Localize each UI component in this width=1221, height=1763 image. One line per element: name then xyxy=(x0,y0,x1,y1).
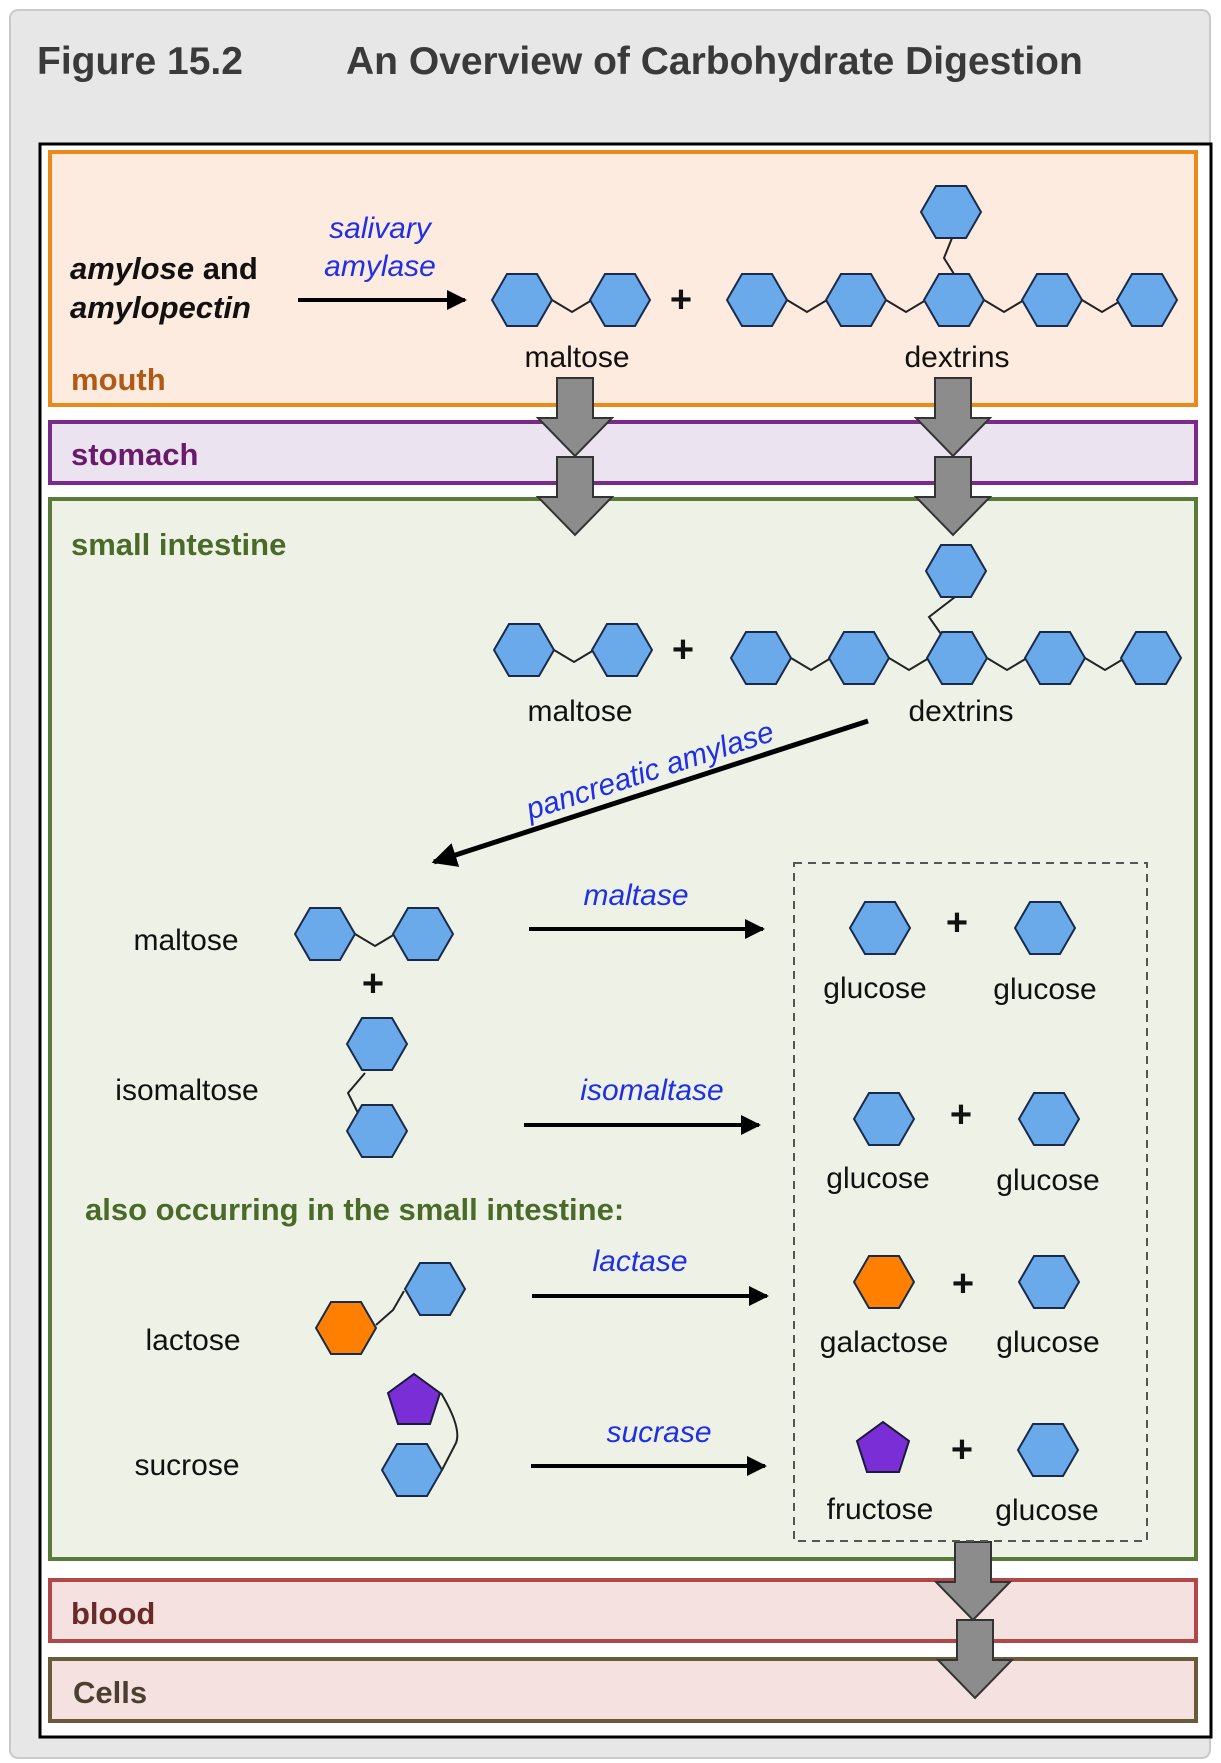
maltose-substrate-label: maltose xyxy=(133,924,238,957)
cells-label: Cells xyxy=(73,1675,147,1710)
sucrose-substrate-label: sucrose xyxy=(134,1449,239,1482)
figure-title: An Overview of Carbohydrate Digestion xyxy=(346,40,1083,83)
intestine-dextrins-molecule xyxy=(730,544,1182,685)
blood-label: blood xyxy=(71,1596,155,1631)
isomaltose-substrate-label: isomaltose xyxy=(115,1074,258,1107)
small-intestine-label: small intestine xyxy=(71,527,286,562)
lactase-plus: + xyxy=(952,1263,974,1305)
intestine-maltose-label: maltose xyxy=(527,695,632,728)
sucrase-plus: + xyxy=(951,1429,973,1471)
maltase-product-1-label: glucose xyxy=(823,972,926,1005)
lactose-substrate-label: lactose xyxy=(145,1324,240,1357)
starch-substrate-line1: amylose and xyxy=(70,251,258,286)
isomaltose-substrate-molecule xyxy=(346,1017,408,1158)
salivary-amylase-label-1: salivary xyxy=(329,212,433,245)
starch-substrate-line2: amylopectin xyxy=(70,290,251,325)
mouth-plus: + xyxy=(670,279,692,321)
sucrase-product-2-label: glucose xyxy=(995,1494,1098,1527)
monosaccharide-products-box xyxy=(793,862,1148,1542)
pancreatic-amylase-arrow xyxy=(431,718,869,867)
mouth-label: mouth xyxy=(71,362,166,397)
sucrase-label: sucrase xyxy=(606,1416,711,1449)
maltase-label: maltase xyxy=(583,879,688,912)
mouth-dextrins-molecule xyxy=(726,185,1178,327)
also-occurring-heading: also occurring in the small intestine: xyxy=(85,1192,624,1227)
salivary-amylase-label-2: amylase xyxy=(324,250,436,283)
isomaltase-product-2-label: glucose xyxy=(996,1164,1099,1197)
intestine-maltose-molecule xyxy=(493,623,653,677)
intestine-dextrins-label: dextrins xyxy=(908,695,1013,728)
isomaltase-plus: + xyxy=(950,1094,972,1136)
maltose-isomaltose-plus: + xyxy=(362,963,384,1005)
lactase-label: lactase xyxy=(592,1245,687,1278)
sucrose-substrate-molecule xyxy=(381,1373,459,1497)
cells-zone xyxy=(48,1657,1198,1723)
blood-zone xyxy=(48,1578,1198,1643)
maltase-plus: + xyxy=(946,902,968,944)
stomach-label: stomach xyxy=(71,437,198,472)
sucrase-product-1-label: fructose xyxy=(827,1493,934,1526)
intestine-plus: + xyxy=(672,629,694,671)
isomaltase-product-1-label: glucose xyxy=(826,1162,929,1195)
mouth-dextrins-label: dextrins xyxy=(904,341,1009,374)
mouth-maltose-label: maltose xyxy=(524,341,629,374)
lactase-product-1-label: galactose xyxy=(820,1326,948,1359)
maltase-product-2-label: glucose xyxy=(993,973,1096,1006)
stomach-zone xyxy=(48,420,1198,485)
mouth-maltose-molecule xyxy=(491,273,651,327)
maltose-substrate-molecule xyxy=(294,907,454,961)
isomaltase-label: isomaltase xyxy=(580,1074,723,1107)
lactase-product-2-label: glucose xyxy=(996,1326,1099,1359)
figure-number: Figure 15.2 xyxy=(37,40,243,83)
lactose-substrate-molecule xyxy=(315,1262,466,1355)
